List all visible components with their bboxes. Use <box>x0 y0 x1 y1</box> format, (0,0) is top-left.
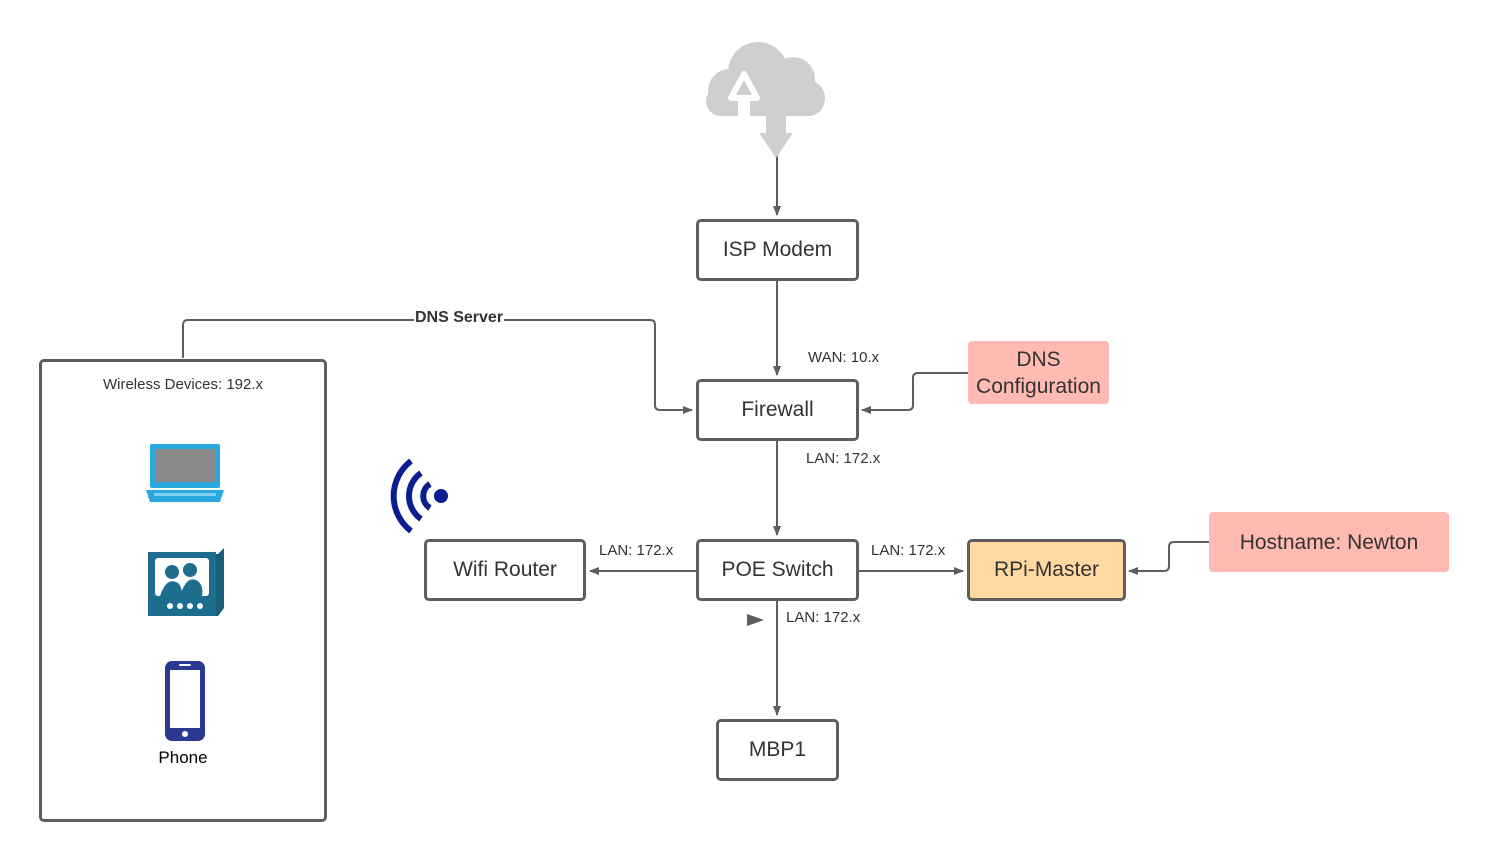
small-arrowhead-marker <box>747 614 764 626</box>
mbp1-label: MBP1 <box>748 737 807 761</box>
laptop-icon <box>146 444 224 502</box>
firewall-label: Firewall <box>741 397 814 421</box>
wireless-devices-title: Wireless Devices: 192.x <box>102 376 264 393</box>
poe-switch-node[interactable]: POE Switch <box>696 539 859 601</box>
phone-label: Phone <box>158 748 208 767</box>
wan-label: WAN: 10.x <box>808 349 880 366</box>
edge-hostname-rpi <box>1128 541 1209 575</box>
dns-configuration-line-2: Configuration <box>976 374 1101 398</box>
lan-firewall-switch-label: LAN: 172.x <box>806 450 881 467</box>
hostname-text: Hostname: Newton <box>1239 530 1419 554</box>
rpi-master-node[interactable]: RPi-Master <box>967 539 1126 601</box>
dns-configuration-note[interactable]: DNS Configuration <box>968 341 1109 404</box>
dns-configuration-line-1: DNS <box>1016 347 1061 371</box>
rpi-master-label: RPi-Master <box>993 557 1099 581</box>
dns-server-label: DNS Server <box>414 309 505 327</box>
lan-switch-rpi-label: LAN: 172.x <box>871 542 946 559</box>
dns-configuration-text: DNS Configuration <box>976 346 1101 400</box>
hostname-note[interactable]: Hostname: Newton <box>1209 512 1449 572</box>
poe-switch-label: POE Switch <box>721 557 834 581</box>
wifi-router-label: Wifi Router <box>453 557 557 581</box>
wifi-signal-icon <box>390 458 448 534</box>
lan-switch-mbp-label: LAN: 172.x <box>786 609 861 626</box>
wifi-router-node[interactable]: Wifi Router <box>424 539 586 601</box>
cloud-upload-icon <box>706 42 825 158</box>
edge-wireless-firewall <box>182 319 693 414</box>
mbp1-node[interactable]: MBP1 <box>716 719 839 781</box>
lan-switch-wifi-label: LAN: 172.x <box>599 542 674 559</box>
edge-dnsconfig-firewall <box>861 372 968 414</box>
isp-modem-label: ISP Modem <box>722 237 833 261</box>
isp-modem-node[interactable]: ISP Modem <box>696 219 859 281</box>
television-icon <box>148 548 224 616</box>
wireless-devices-group[interactable]: Wireless Devices: 192.x Phone <box>39 359 327 822</box>
phone-icon <box>165 661 205 741</box>
firewall-node[interactable]: Firewall <box>696 379 859 441</box>
